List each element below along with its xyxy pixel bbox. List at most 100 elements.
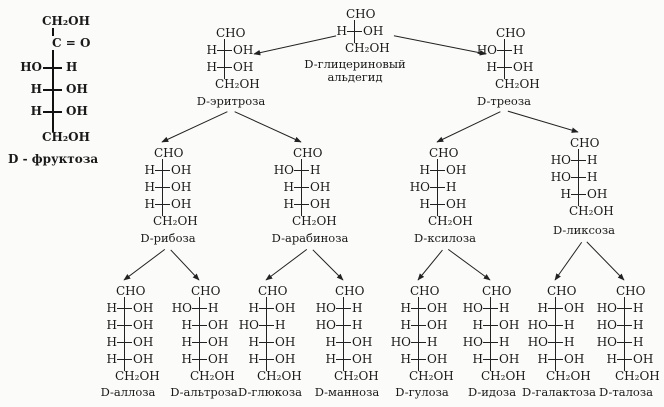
left-substituent: H: [472, 318, 483, 332]
bond-left: [117, 359, 124, 360]
bond-right: [419, 308, 426, 309]
bond-left: [347, 31, 354, 32]
left-substituent: H: [486, 60, 497, 74]
bond-right: [225, 67, 232, 68]
bond-left: [217, 67, 224, 68]
right-substituent: OH: [133, 301, 154, 315]
carbon-chain: [437, 159, 438, 216]
bond-left: [483, 359, 490, 360]
bond-right: [625, 308, 632, 309]
bond-right: [163, 170, 170, 171]
arrow-threose-to-lyxose: [507, 110, 579, 133]
right-substituent: H: [208, 301, 219, 315]
left-substituent: H: [537, 301, 548, 315]
right-substituent: OH: [208, 352, 229, 366]
left-substituent: HO: [596, 335, 617, 349]
right-substituent: OH: [66, 104, 88, 118]
carbon-chain: [418, 297, 419, 371]
bond-right: [200, 359, 207, 360]
left-substituent: H: [606, 352, 617, 366]
bond-right: [267, 359, 274, 360]
hydroxymethyl-group: CH₂OH: [481, 369, 526, 383]
bond-left: [571, 194, 578, 195]
right-substituent: OH: [587, 187, 608, 201]
bond-left: [192, 325, 199, 326]
aldehyde-group: CHO: [258, 284, 288, 298]
name-galactose: D-галактоза: [522, 385, 596, 399]
left-substituent: H: [30, 104, 42, 118]
name-arabinose: D-арабиноза: [271, 231, 349, 245]
bond-left: [259, 308, 266, 309]
left-substituent: H: [248, 301, 259, 315]
right-substituent: OH: [310, 197, 331, 211]
left-substituent: H: [106, 352, 117, 366]
left-substituent: HO: [550, 170, 571, 184]
left-substituent: HO: [462, 335, 483, 349]
name-talose: D-талоза: [599, 385, 653, 399]
left-substituent: H: [181, 352, 192, 366]
right-substituent: OH: [564, 301, 585, 315]
bond-right: [125, 342, 132, 343]
bond-right: [53, 89, 62, 91]
bond-left: [497, 50, 504, 51]
right-substituent: OH: [310, 180, 331, 194]
bond-right: [355, 31, 362, 32]
left-substituent: HO: [527, 335, 548, 349]
right-substituent: H: [66, 60, 78, 74]
right-substituent: OH: [564, 352, 585, 366]
bond-right: [556, 308, 563, 309]
left-substituent: HO: [171, 301, 192, 315]
right-substituent: H: [499, 335, 510, 349]
bond-left: [430, 187, 437, 188]
bond-left: [548, 359, 555, 360]
hydroxymethyl-group: CH₂OH: [546, 369, 591, 383]
left-substituent: HO: [273, 163, 294, 177]
left-substituent: H: [400, 318, 411, 332]
bond-right: [491, 342, 498, 343]
left-substituent: HO: [596, 318, 617, 332]
bond-right: [419, 359, 426, 360]
aldehyde-group: CHO: [335, 284, 365, 298]
aldehyde-group: CHO: [116, 284, 146, 298]
hydroxymethyl-group: CH₂OH: [495, 77, 540, 91]
bond-right: [491, 308, 498, 309]
bond-left: [43, 111, 52, 113]
left-substituent: H: [325, 335, 336, 349]
bond-right: [125, 325, 132, 326]
bond-right: [344, 359, 351, 360]
right-substituent: OH: [352, 335, 373, 349]
bond-left: [43, 89, 52, 91]
bond-right: [625, 342, 632, 343]
right-substituent: H: [513, 43, 524, 57]
bond-right: [625, 359, 632, 360]
bond-right: [556, 359, 563, 360]
bond-left: [617, 325, 624, 326]
left-substituent: HO: [527, 318, 548, 332]
left-substituent: H: [419, 197, 430, 211]
left-substituent: H: [419, 163, 430, 177]
bond-left: [571, 160, 578, 161]
bond-right: [344, 308, 351, 309]
carbon-chain: [224, 39, 225, 79]
left-substituent: H: [106, 301, 117, 315]
aldehyde-group: CHO: [293, 146, 323, 160]
right-substituent: OH: [208, 335, 229, 349]
arrow-xylose-to-idose: [447, 248, 491, 281]
bond-right: [556, 325, 563, 326]
right-substituent: OH: [275, 352, 296, 366]
right-substituent: H: [275, 318, 286, 332]
carbon-chain: [578, 149, 579, 206]
right-substituent: OH: [427, 318, 448, 332]
hydroxymethyl-group: CH₂OH: [215, 77, 260, 91]
arrow-glyceraldehyde-to-erythrose: [253, 35, 337, 56]
bond-left: [411, 325, 418, 326]
arrow-lyxose-to-galactose: [554, 241, 583, 281]
bond-right: [302, 204, 309, 205]
